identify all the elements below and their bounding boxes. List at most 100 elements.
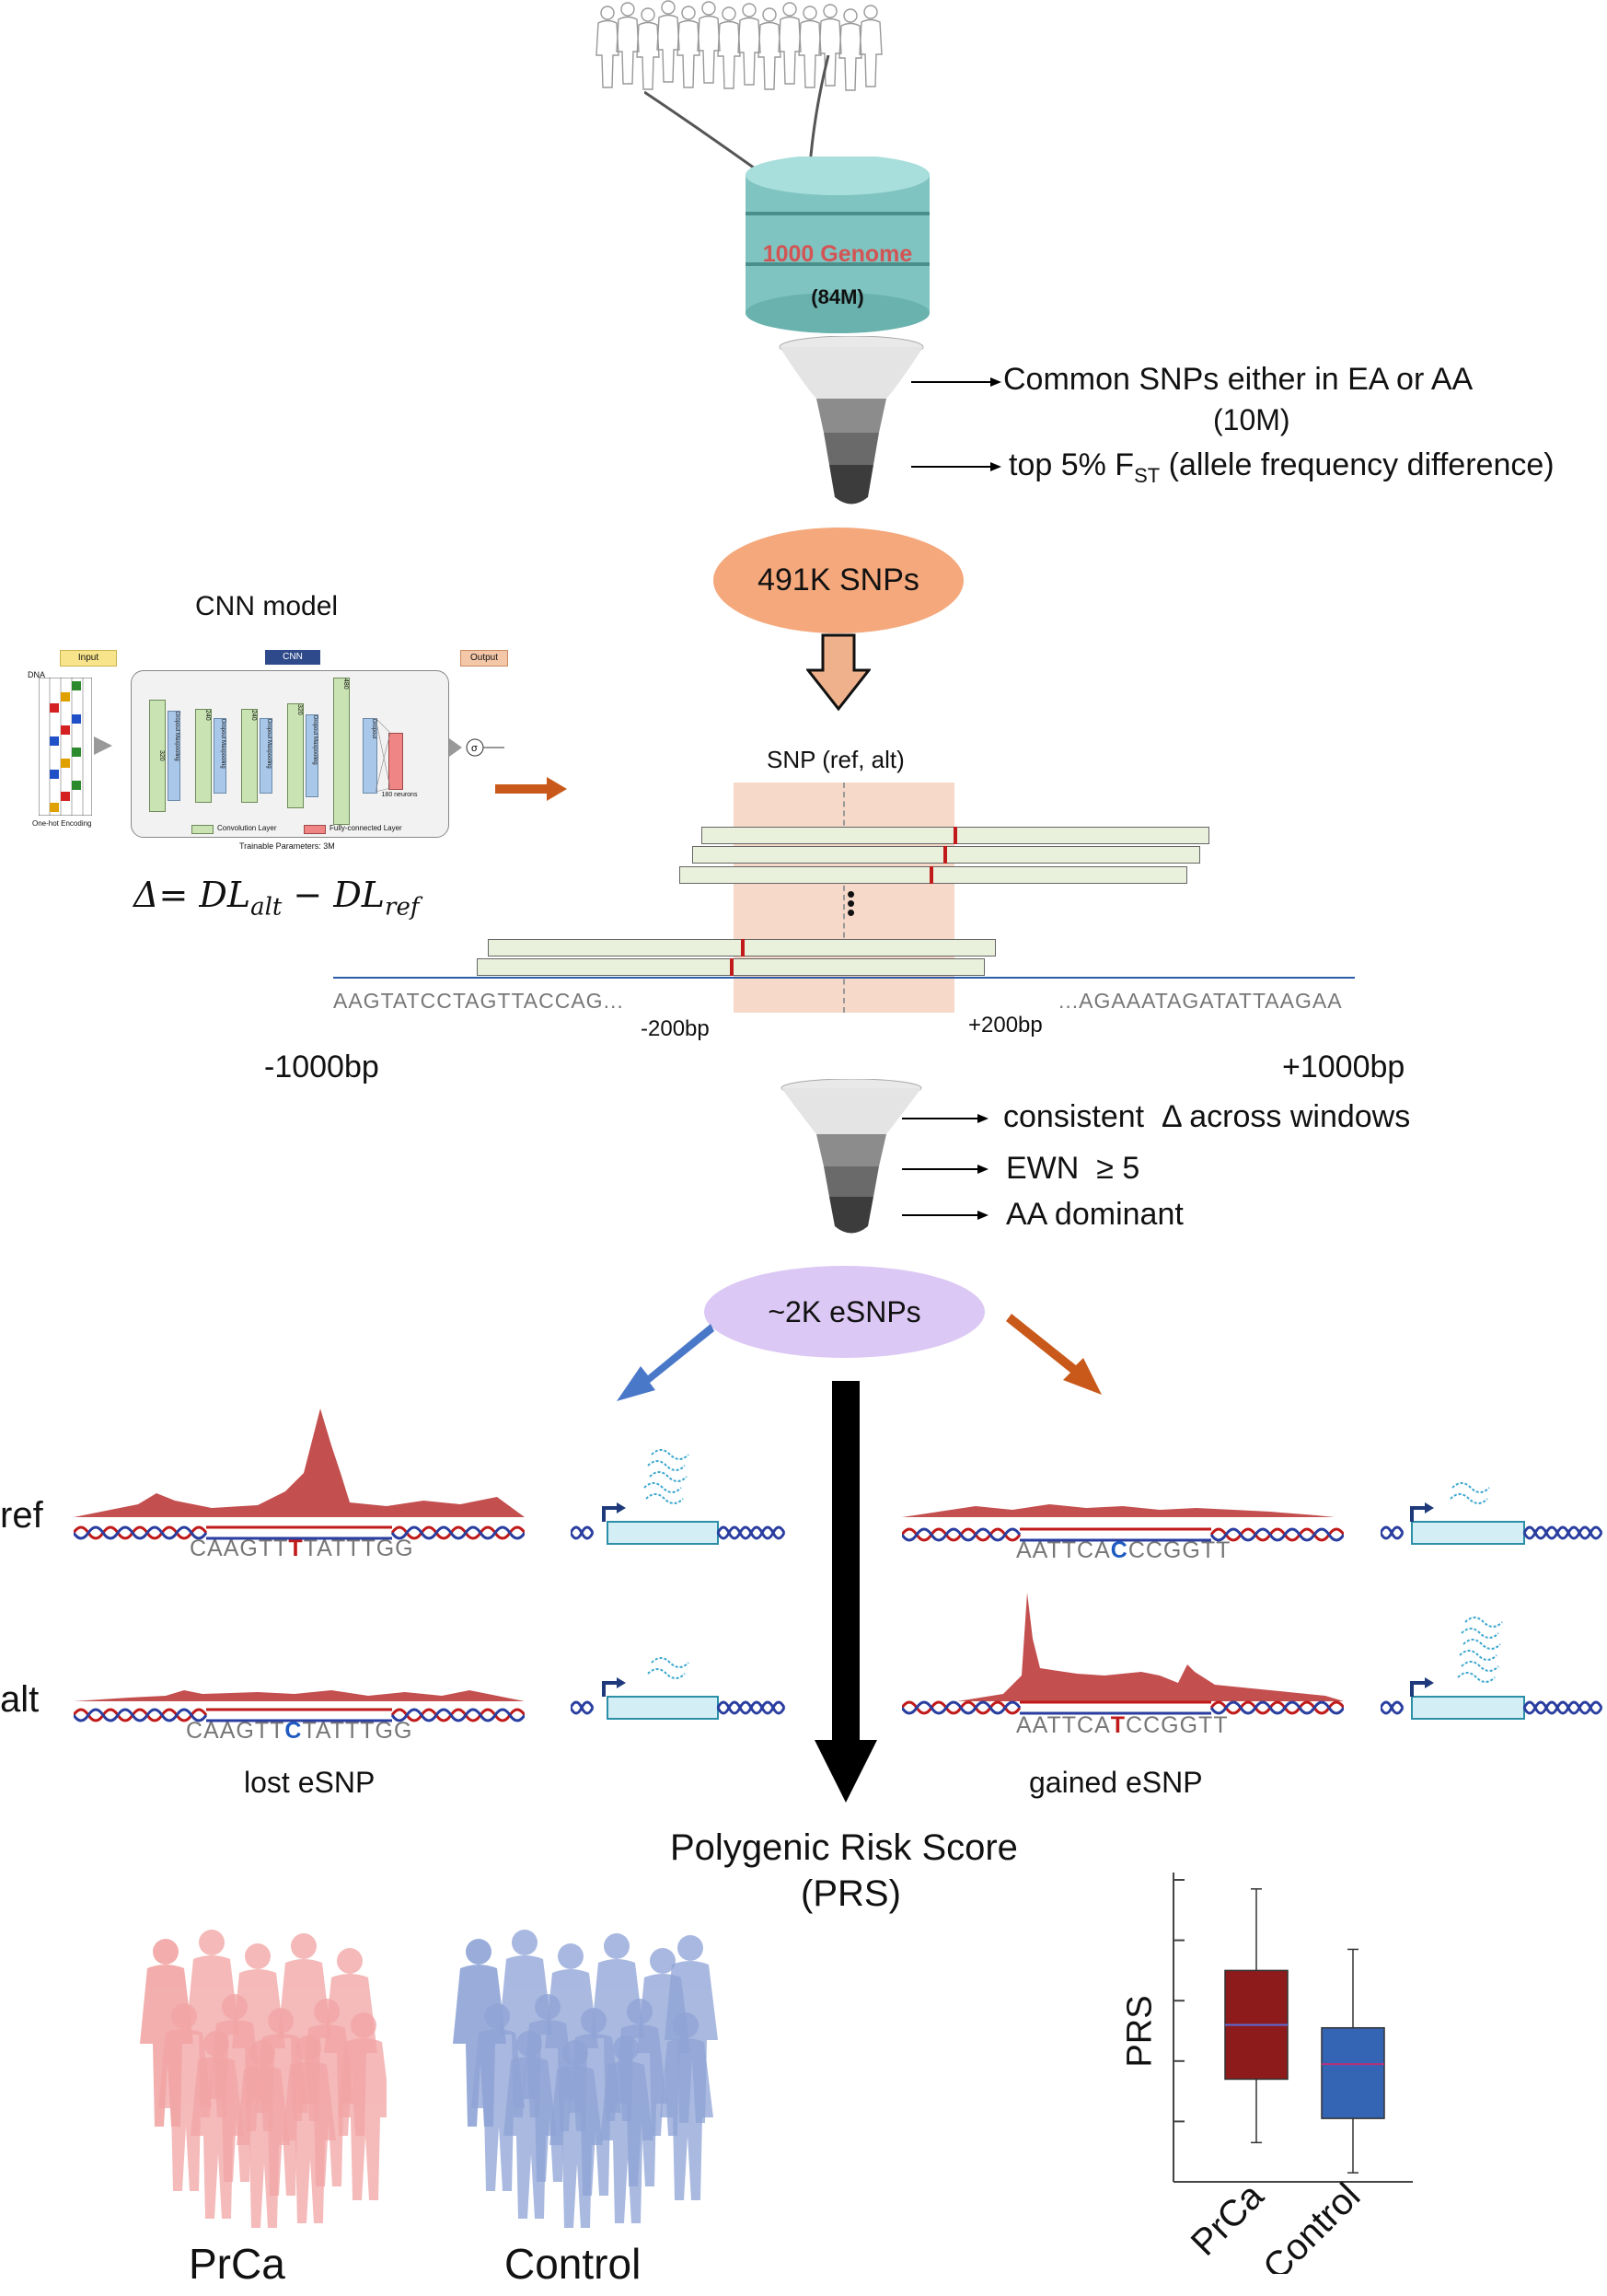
database-cylinder: 1000 Genome (84M) <box>746 155 930 336</box>
conv-layer-4-label: 320 <box>296 704 303 715</box>
input-tag: Input <box>60 650 117 667</box>
filter-funnel-2 <box>780 1079 922 1234</box>
gene-icon-lost-alt <box>571 1657 786 1720</box>
pool-layer-2: Dropout Maxpooling <box>214 718 226 794</box>
snp-mark-3 <box>930 866 933 884</box>
fc-connections <box>376 718 390 792</box>
ellipsis-dots: ••• <box>847 880 856 926</box>
gained-ref-snp-base: C <box>1110 1537 1128 1563</box>
snp-center-line <box>843 783 845 1013</box>
pool-layer-3-label: Dropout Maxpooling <box>266 719 272 769</box>
gained-esnp-label: gained eSNP <box>1029 1766 1203 1799</box>
cables-icon <box>644 55 830 177</box>
esnp-count-label: ~2K eSNPs <box>768 1294 921 1328</box>
case-group-label: PrCa <box>189 2240 285 2288</box>
fc-layer-label: 180 neurons <box>381 792 418 798</box>
gained-ref-sequence: AATTCACCCGGTT <box>1016 1537 1231 1564</box>
population-icon <box>595 0 883 91</box>
window-read-3 <box>679 866 1187 884</box>
cnn-to-window-arrow <box>495 777 567 801</box>
conv-layer-3: 240 <box>241 709 258 803</box>
formula-mid: − DL <box>282 875 386 915</box>
dna-label: DNA <box>28 670 46 679</box>
arrow-filter2-b <box>902 1165 988 1174</box>
alt-row-label: alt <box>0 1679 40 1720</box>
lost-esnp-label: lost eSNP <box>244 1766 376 1799</box>
filter2-criterion-1: consistent Δ across windows <box>1003 1099 1411 1134</box>
lost-ref-signal <box>74 1409 525 1517</box>
formula-lhs: Δ= DL <box>133 875 251 915</box>
snp-mark-2 <box>943 846 947 864</box>
snp-mark-5 <box>730 958 734 976</box>
conv-layer-1-label: 320 <box>158 750 165 761</box>
filter2-criterion-3: AA dominant <box>1006 1197 1184 1232</box>
delta-formula: Δ= DLalt − DLref <box>133 875 419 922</box>
case-population-icon <box>140 1930 387 2228</box>
gene-icon-gained-ref <box>1381 1482 1603 1545</box>
legend-fc-label: Fully-connected Layer <box>329 824 402 832</box>
prs-title-line1: Polygenic Risk Score <box>670 1827 1018 1868</box>
gained-alt-dna <box>902 1700 1344 1715</box>
arrow-filter1-a <box>911 377 1001 387</box>
gained-alt-snp-base: T <box>1110 1712 1127 1738</box>
control-tick-label: Control <box>1255 2175 1368 2274</box>
output-arrow: σ <box>449 738 504 757</box>
lost-alt-signal <box>74 1690 525 1701</box>
gained-alt-sequence: AATTCATCCGGTT <box>1016 1712 1229 1739</box>
genome-line <box>333 977 1355 979</box>
fst-suffix: (allele frequency difference) <box>1160 447 1555 482</box>
arrow-filter2-a <box>902 1114 988 1123</box>
lost-ref-dna <box>74 1525 525 1540</box>
cnn-diagram: Input CNN Output DNA One-hot Encoding 32… <box>28 644 515 861</box>
gained-ref-seq-pre: AATTCA <box>1016 1537 1111 1563</box>
lost-ref-seq-pre: CAAGTT <box>190 1536 289 1561</box>
cnn-title: CNN model <box>195 591 339 621</box>
snp-mark-4 <box>741 939 745 957</box>
filter-funnel-1 <box>779 336 924 504</box>
gene-icon-gained-alt <box>1381 1617 1603 1720</box>
database-count: (84M) <box>811 285 864 308</box>
legend-fc-swatch <box>304 825 326 834</box>
cnn-tag: CNN <box>265 650 320 665</box>
dropout-layer: Dropout <box>363 718 377 794</box>
encoding-label: One-hot Encoding <box>32 819 92 828</box>
lost-alt-dna <box>74 1708 525 1722</box>
conv-layer-4: 320 <box>287 703 304 808</box>
chart-ylabel: PRS <box>1120 1995 1160 2068</box>
snp-mark-1 <box>954 827 957 844</box>
pool-layer-3: Dropout Maxpooling <box>260 718 272 794</box>
conv-layer-2: 240 <box>195 709 212 803</box>
legend-conv-swatch <box>191 825 214 834</box>
main-down-arrowhead <box>815 1740 877 1803</box>
lost-alt-seq-pre: CAAGTT <box>186 1718 285 1744</box>
prca-tick-label: PrCa <box>1184 2175 1272 2264</box>
control-box <box>1321 2026 1385 2119</box>
minus200-label: -200bp <box>641 1016 710 1041</box>
lost-alt-sequence: CAAGTTCTATTTGG <box>186 1718 412 1745</box>
ref-row-label: ref <box>0 1495 43 1536</box>
control-population-icon <box>453 1930 718 2228</box>
gained-ref-signal <box>902 1504 1335 1517</box>
pool-layer-4-label: Dropout Maxpooling <box>312 715 318 765</box>
database-name: 1000 Genome <box>762 241 913 267</box>
arrow-to-lost <box>617 1324 714 1401</box>
gained-alt-signal <box>957 1593 1344 1701</box>
plus1000-label: +1000bp <box>1282 1049 1405 1084</box>
conv-layer-5-label: 480 <box>342 678 349 690</box>
gained-alt-seq-post: CCGGTT <box>1126 1712 1229 1738</box>
lost-ref-snp-base: T <box>288 1536 304 1561</box>
gained-ref-dna <box>902 1527 1344 1542</box>
snp-count-ellipse: 491K SNPs <box>713 528 964 633</box>
fst-subscript: ST <box>1134 463 1161 487</box>
lost-alt-seq-post: TATTTGG <box>302 1718 413 1744</box>
fst-prefix: top 5% F <box>1009 447 1135 482</box>
arrow-filter1-b <box>911 462 1001 471</box>
input-arrow <box>94 736 112 755</box>
conv-layer-3-label: 240 <box>250 710 257 721</box>
pool-layer-2-label: Dropout Maxpooling <box>220 719 225 769</box>
gained-ref-seq-post: CCGGTT <box>1127 1537 1231 1563</box>
filter1-step2: top 5% FST (allele frequency difference) <box>1009 447 1555 488</box>
sequence-left: AAGTATCCTAGTTACCAG... <box>333 989 624 1013</box>
formula-sub-alt: alt <box>250 893 283 922</box>
